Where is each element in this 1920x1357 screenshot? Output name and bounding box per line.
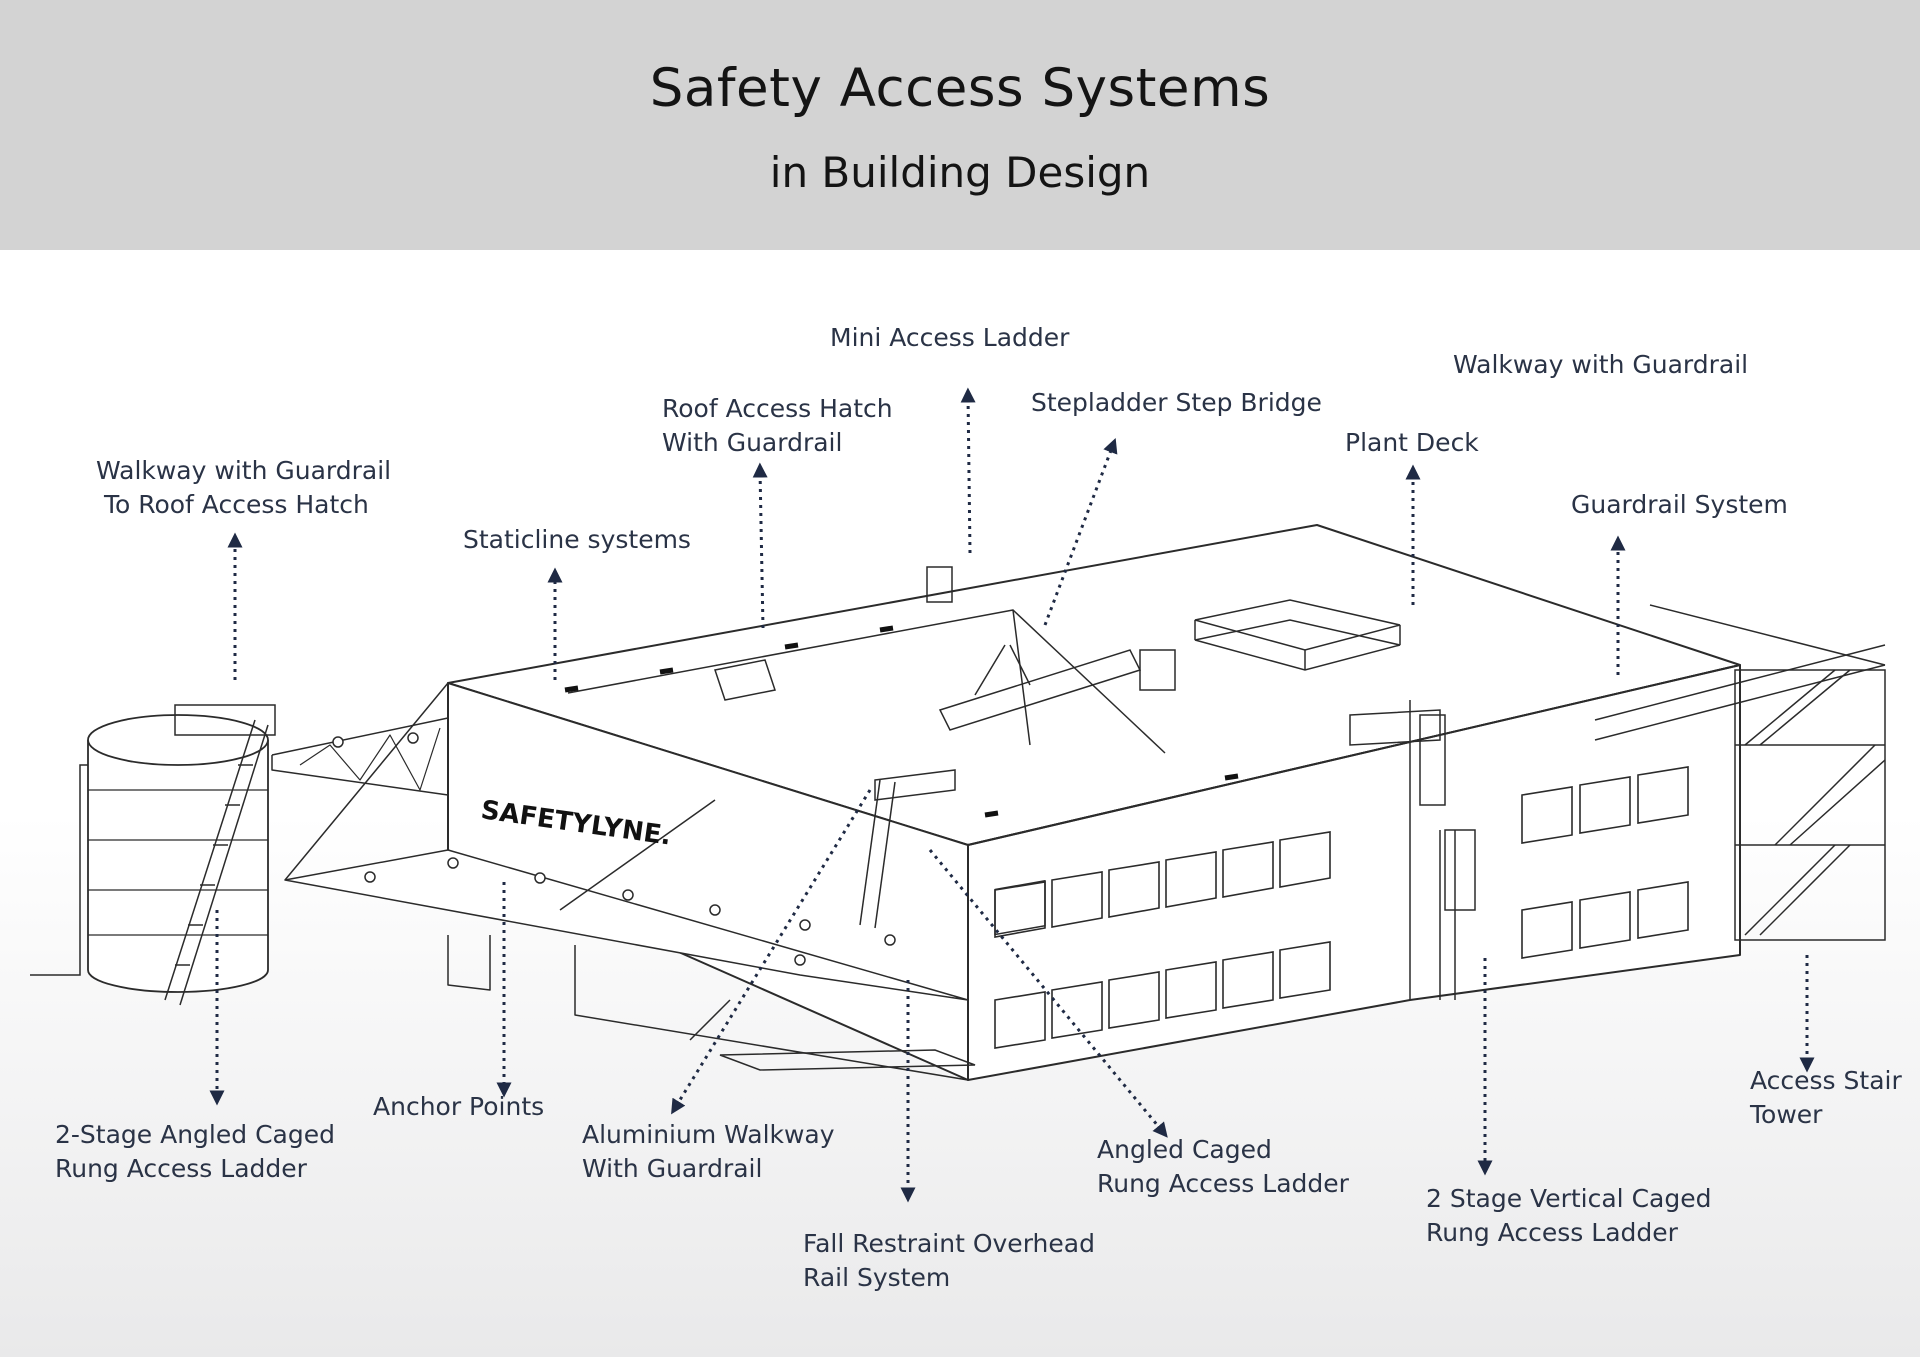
label-line: Access Stair xyxy=(1750,1066,1902,1095)
label-line: Stepladder Step Bridge xyxy=(1031,388,1322,417)
label-line: Walkway with Guardrail xyxy=(96,456,392,485)
label-access-stair-tower: Access Stair Tower xyxy=(1750,1064,1902,1132)
label-line: 2 Stage Vertical Caged xyxy=(1426,1184,1712,1213)
label-aluminium-walkway: Aluminium Walkway With Guardrail xyxy=(582,1118,835,1186)
label-line: 2-Stage Angled Caged xyxy=(55,1120,335,1149)
label-line: Rail System xyxy=(803,1263,951,1292)
ladders xyxy=(164,566,1886,1071)
label-line: Rung Access Ladder xyxy=(1426,1218,1678,1247)
label-line: Mini Access Ladder xyxy=(830,323,1070,352)
label-staticline-systems: Staticline systems xyxy=(463,523,691,557)
truss-bridge xyxy=(271,717,449,796)
water-tank xyxy=(30,714,269,993)
label-2stage-angled-caged-ladder: 2-Stage Angled Caged Rung Access Ladder xyxy=(55,1118,335,1186)
label-guardrail-system: Guardrail System xyxy=(1571,488,1788,522)
label-line: Angled Caged xyxy=(1097,1135,1272,1164)
label-line: With Guardrail xyxy=(662,428,843,457)
label-2stage-vertical-caged-ladder: 2 Stage Vertical Caged Rung Access Ladde… xyxy=(1426,1182,1711,1250)
label-stepladder-step-bridge: Stepladder Step Bridge xyxy=(1031,386,1322,420)
callout-arrows xyxy=(209,387,1815,1203)
anchor-points xyxy=(332,732,896,966)
label-line: Plant Deck xyxy=(1345,428,1479,457)
label-line: Rung Access Ladder xyxy=(1097,1169,1349,1198)
label-walkway-to-roof-hatch: Walkway with Guardrail To Roof Access Ha… xyxy=(96,454,391,522)
page-subtitle: in Building Design xyxy=(769,148,1151,197)
staticline-markers xyxy=(564,625,1239,818)
label-walkway-guardrail-right: Walkway with Guardrail xyxy=(1453,348,1748,382)
label-fall-restraint-rail: Fall Restraint Overhead Rail System xyxy=(803,1227,1095,1295)
label-mini-access-ladder: Mini Access Ladder xyxy=(830,321,1069,355)
label-angled-caged-ladder: Angled Caged Rung Access Ladder xyxy=(1097,1133,1349,1201)
label-line: Walkway with Guardrail xyxy=(1453,350,1749,379)
label-line: Guardrail System xyxy=(1571,490,1788,519)
label-roof-access-hatch: Roof Access Hatch With Guardrail xyxy=(662,392,893,460)
label-line: Fall Restraint Overhead xyxy=(803,1229,1095,1258)
label-line: Anchor Points xyxy=(373,1092,545,1121)
label-plant-deck: Plant Deck xyxy=(1345,426,1479,460)
label-line: Aluminium Walkway xyxy=(582,1120,835,1149)
label-line: To Roof Access Hatch xyxy=(96,490,369,519)
page-title: Safety Access Systems xyxy=(649,58,1271,119)
label-anchor-points: Anchor Points xyxy=(373,1090,544,1124)
label-line: Staticline systems xyxy=(463,525,691,554)
label-line: Rung Access Ladder xyxy=(55,1154,307,1183)
label-line: Tower xyxy=(1750,1100,1823,1129)
header-banner xyxy=(0,0,1920,250)
label-line: With Guardrail xyxy=(582,1154,763,1183)
label-line: Roof Access Hatch xyxy=(662,394,893,423)
